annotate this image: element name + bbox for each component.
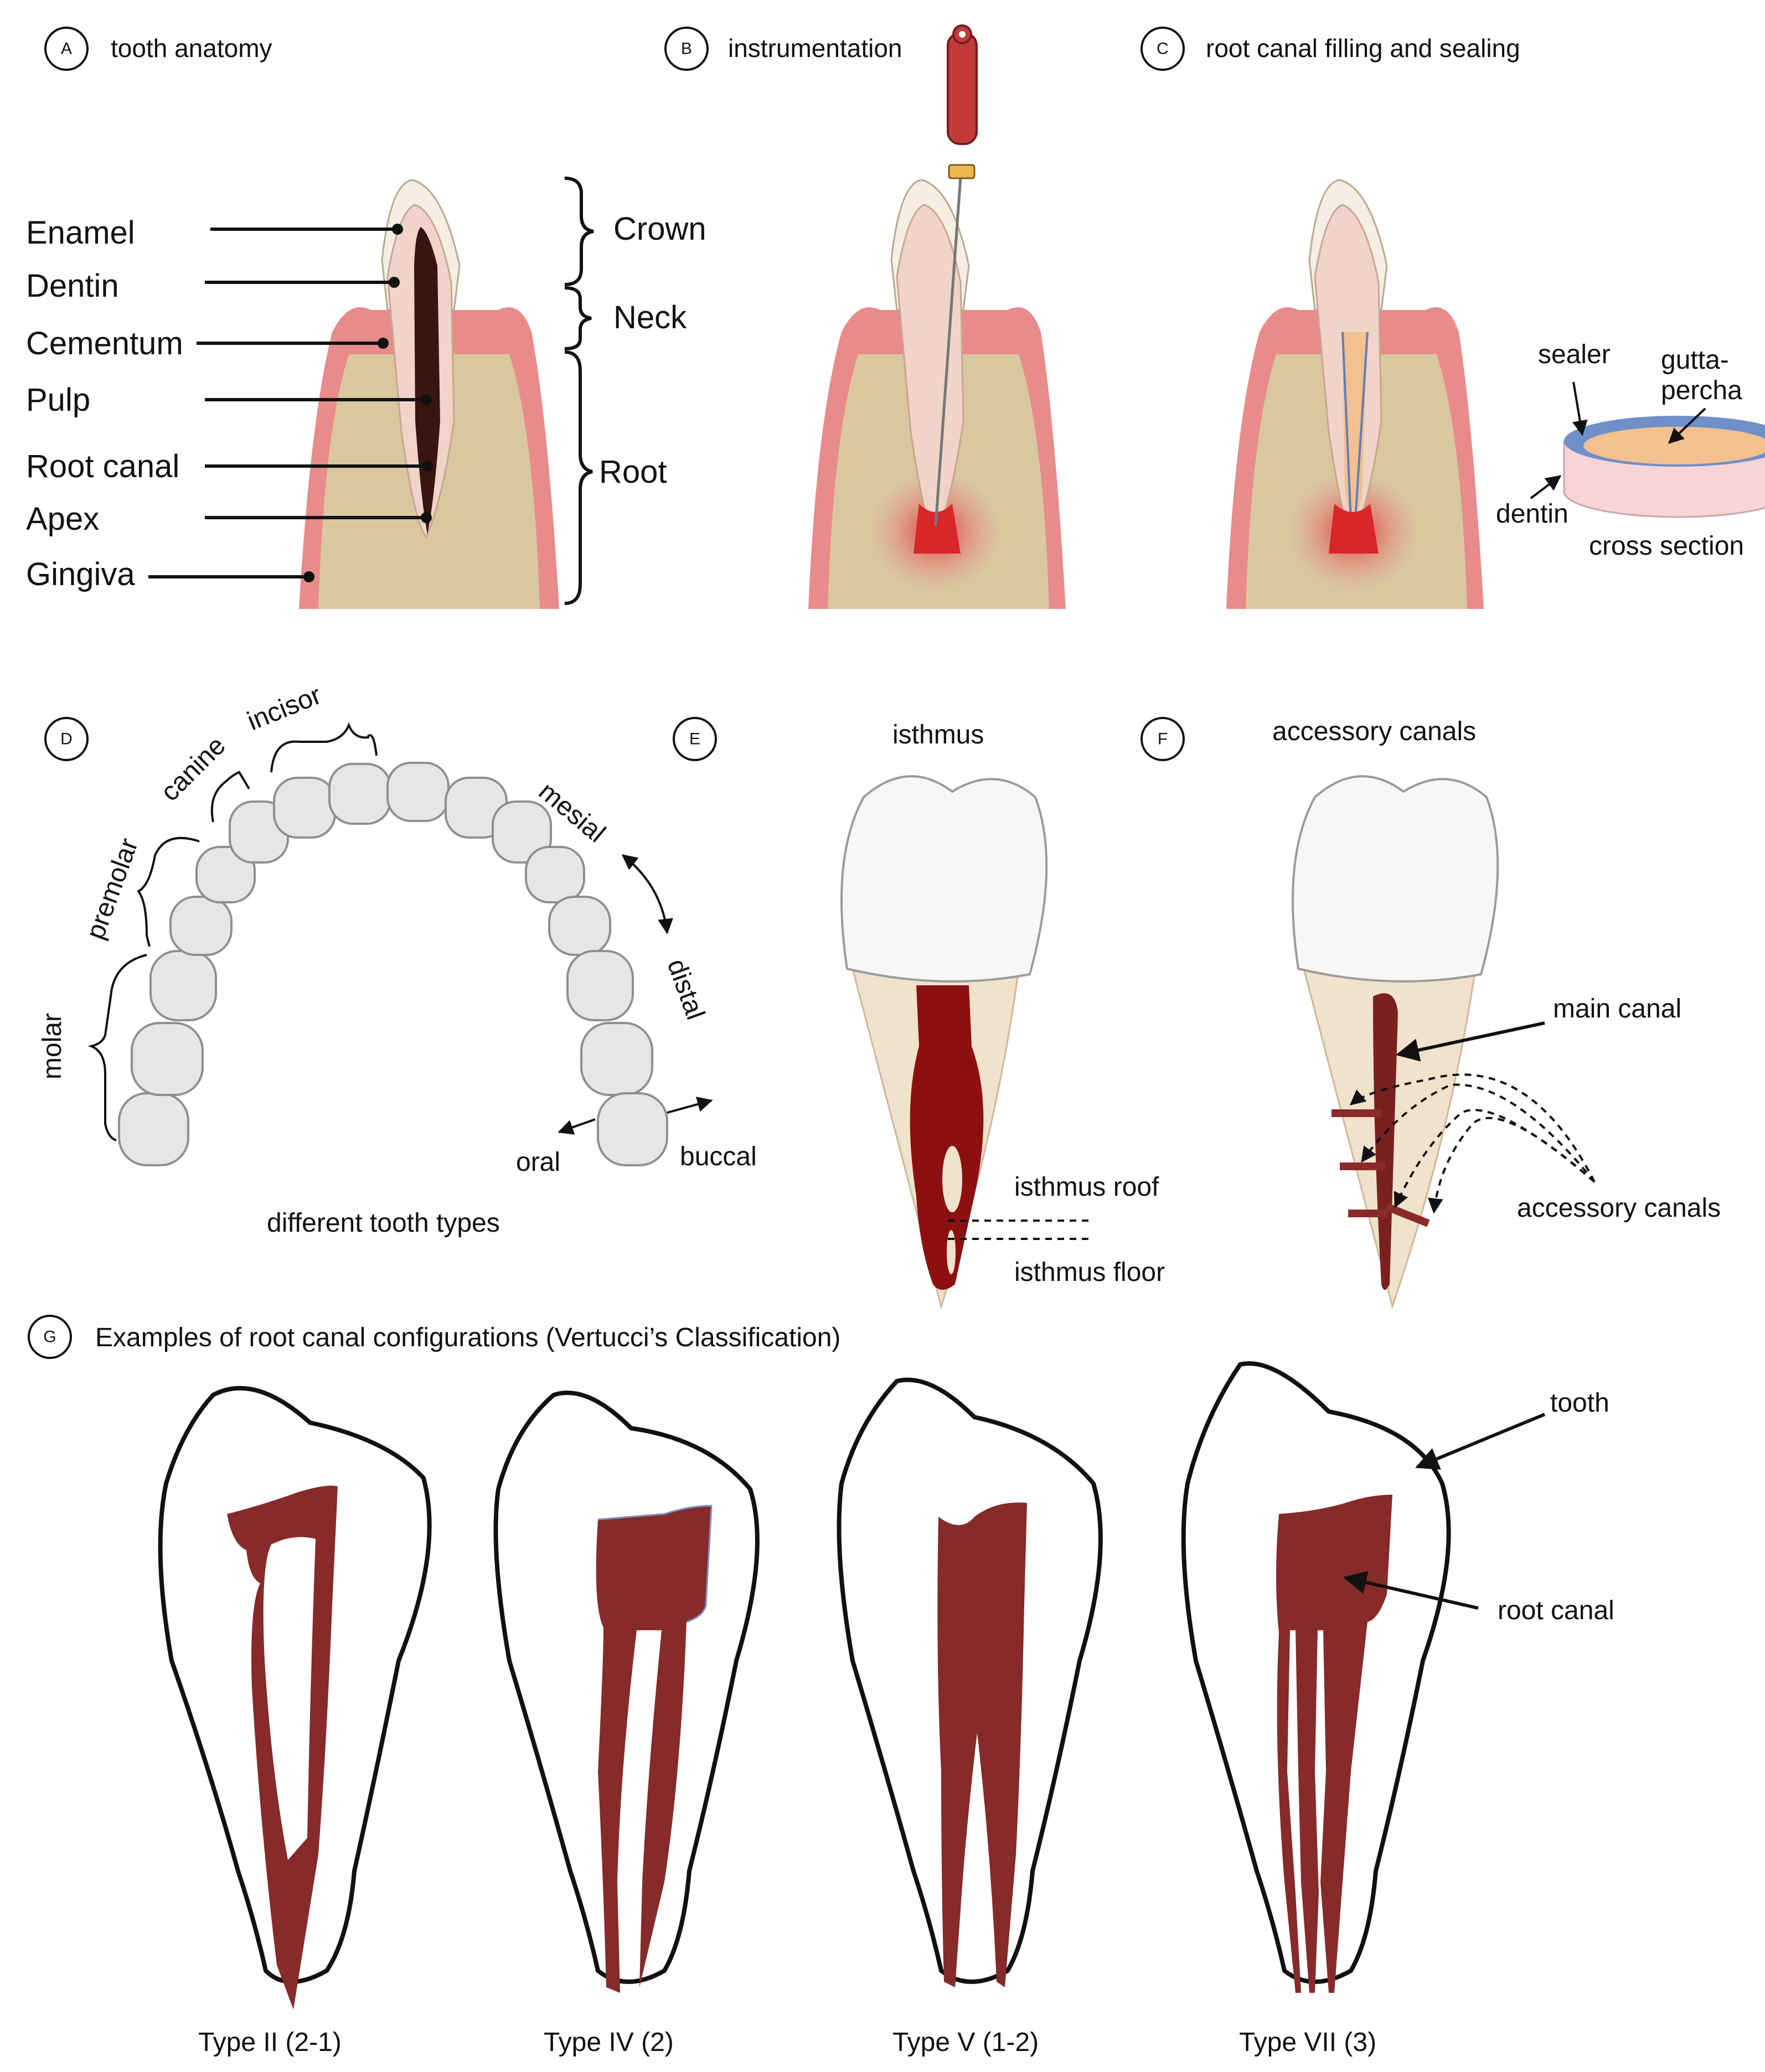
vertucci-type-3-label: Type VII (3) [1239, 2028, 1376, 2057]
label-distal: distal [662, 955, 710, 1024]
label-cross-section: cross section [1589, 531, 1744, 561]
panel-d-marker: D [44, 717, 89, 761]
panel-d: D incisor canine premol [38, 680, 757, 1238]
panel-b-letter: B [681, 40, 692, 58]
panel-c-marker: C [1140, 27, 1185, 71]
anatomy-leader-lines [148, 224, 433, 582]
panel-e: E isthmus isthmus roof isthmus floor [673, 717, 1165, 1310]
vertucci-type-4: Type IV (2) [493, 1391, 760, 2057]
filled-tooth-illustration [1226, 179, 1484, 609]
label-dentin: Dentin [26, 268, 119, 304]
panel-b: B instrumentation [664, 24, 1066, 609]
label-accessory-canals: accessory canals [1517, 1193, 1721, 1223]
label-molar: molar [38, 1013, 67, 1079]
label-isthmus-floor: isthmus floor [1014, 1258, 1165, 1287]
panel-d-caption: different tooth types [267, 1208, 500, 1238]
label-root-canal-g: root canal [1498, 1596, 1614, 1625]
accessory-canal-tooth-illustration [1292, 775, 1499, 1310]
panel-b-title: instrumentation [728, 34, 902, 63]
label-premolar: premolar [81, 835, 144, 943]
panel-a-marker: A [44, 27, 89, 71]
cross-section-illustration [1530, 381, 1765, 518]
panel-e-marker: E [673, 717, 717, 761]
panel-f: F accessory canals main canal accessory … [1140, 717, 1721, 1310]
label-gingiva: Gingiva [26, 556, 135, 592]
panel-e-letter: E [689, 730, 700, 748]
tooth-type-braces [87, 722, 378, 1141]
label-main-canal: main canal [1553, 994, 1681, 1024]
panel-b-marker: B [664, 27, 709, 71]
panel-g: G Examples of root canal configurations … [28, 1315, 1614, 2057]
label-gutta-1: gutta- [1661, 345, 1729, 375]
label-incisor: incisor [243, 680, 325, 736]
label-canine: canine [155, 731, 231, 807]
panel-f-letter: F [1158, 730, 1168, 748]
label-apex: Apex [26, 501, 99, 537]
panel-g-title: Examples of root canal configurations (V… [95, 1323, 840, 1352]
label-enamel: Enamel [26, 215, 135, 251]
label-tooth: tooth [1550, 1388, 1609, 1418]
label-pulp: Pulp [26, 382, 90, 418]
panel-c: C root canal filling and sealing sealer … [1140, 27, 1765, 609]
panel-f-title: accessory canals [1272, 717, 1476, 746]
label-crown: Crown [613, 211, 706, 247]
tooth-anatomy-illustration [299, 179, 559, 609]
vertucci-type-4-label: Type IV (2) [544, 2028, 674, 2057]
vertucci-type-1-2-label: Type V (1-2) [892, 2028, 1039, 2057]
vertucci-type-2-1-label: Type II (2-1) [198, 2028, 342, 2057]
isthmus-tooth-illustration [840, 775, 1048, 1310]
vertucci-type-1-2: Type V (1-2) [837, 1377, 1103, 2057]
panel-g-marker: G [28, 1315, 72, 1359]
vertucci-type-3: Type VII (3) [1181, 1361, 1451, 2057]
label-isthmus-roof: isthmus roof [1014, 1172, 1159, 1202]
label-cementum: Cementum [26, 325, 183, 361]
panel-f-marker: F [1140, 717, 1185, 761]
label-sealer: sealer [1538, 340, 1611, 369]
label-neck: Neck [613, 299, 687, 335]
label-root-canal: Root canal [26, 448, 179, 484]
vertucci-type-2-1: Type II (2-1) [158, 1386, 432, 2057]
label-buccal: buccal [680, 1142, 757, 1171]
label-root: Root [599, 454, 667, 490]
dental-arch [118, 762, 668, 1166]
panel-a-title: tooth anatomy [111, 34, 272, 63]
label-dentin-section: dentin [1496, 499, 1568, 529]
panel-c-letter: C [1157, 40, 1169, 58]
region-braces [564, 177, 594, 605]
panel-c-title: root canal filling and sealing [1206, 34, 1520, 63]
panel-a-letter: A [61, 40, 72, 58]
panel-e-title: isthmus [892, 720, 984, 750]
label-oral: oral [516, 1148, 560, 1177]
panel-g-letter: G [43, 1328, 56, 1346]
panel-d-letter: D [60, 730, 73, 748]
instrumentation-illustration [808, 24, 1066, 609]
label-gutta-2: percha [1661, 376, 1742, 405]
accessory-canal-pointers [1349, 1073, 1596, 1214]
panel-a: A tooth anatomy Enamel Dentin Cementum P… [26, 27, 706, 609]
